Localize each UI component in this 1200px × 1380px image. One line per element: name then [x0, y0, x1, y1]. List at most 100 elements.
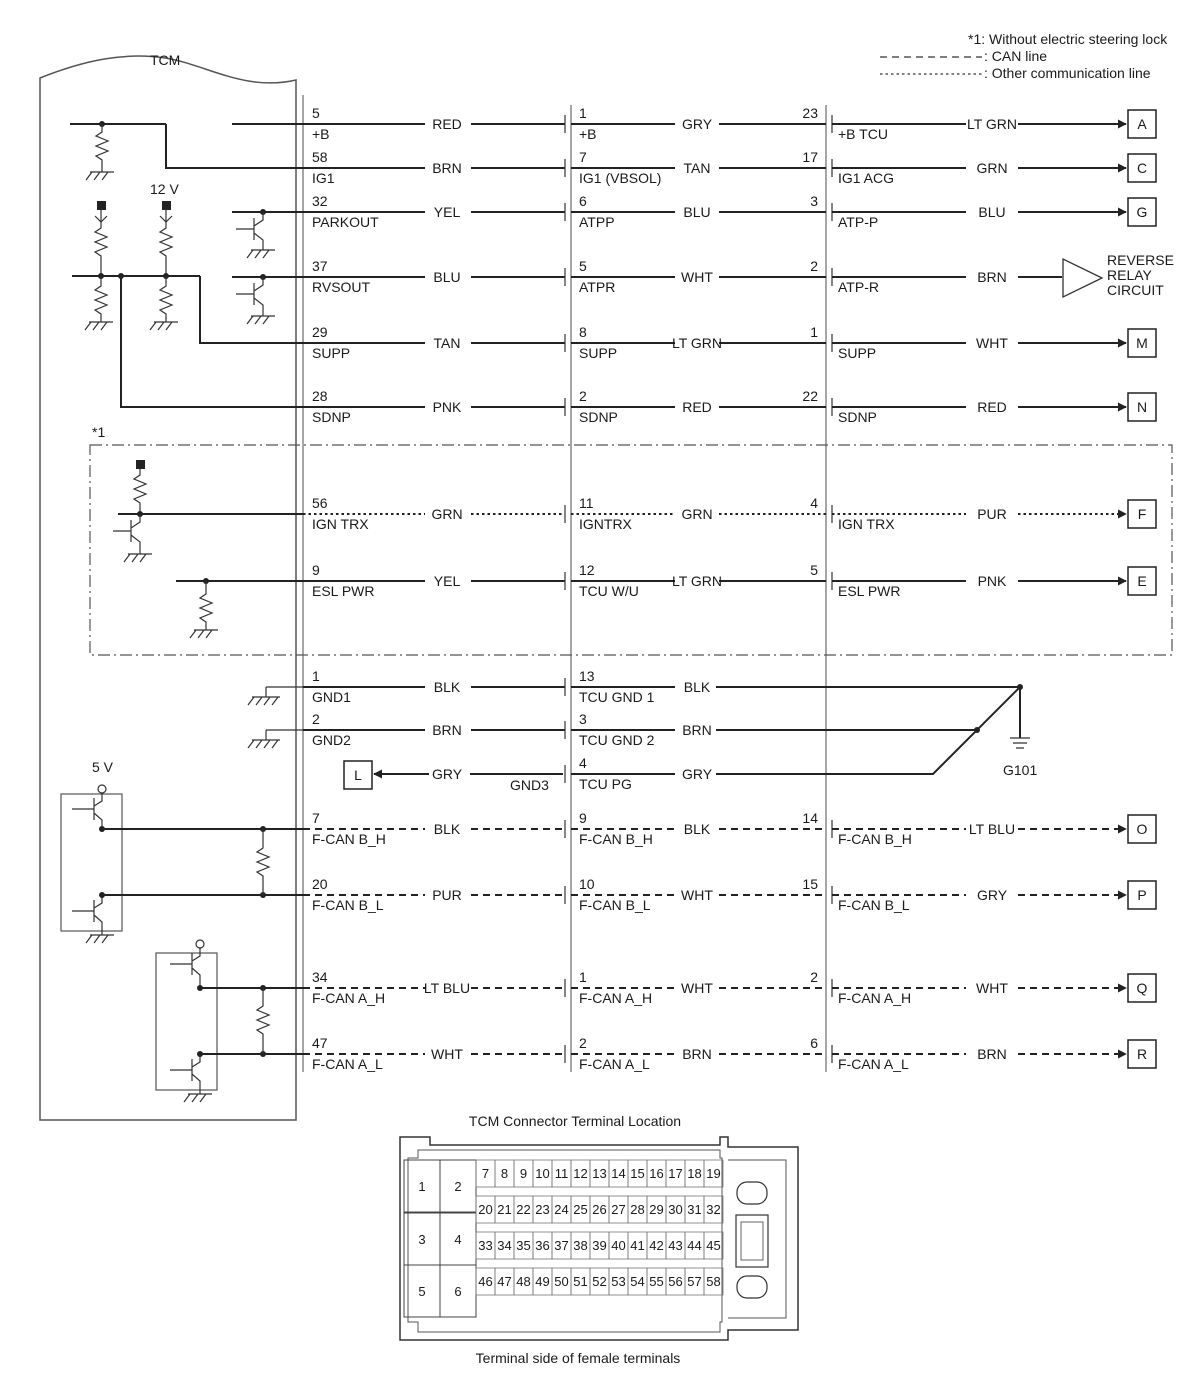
- destination-box-l: [343, 760, 373, 790]
- ground-icon: [85, 934, 114, 944]
- diode-symbol: [159, 210, 173, 223]
- ig1-internal-wire: [165, 124, 303, 169]
- tcm-outline: [39, 55, 297, 1121]
- intermediate-terminal-name: TCU GND 1: [579, 689, 655, 705]
- wire-color-label: BRN: [432, 722, 462, 738]
- wire-color-label: GRN: [681, 506, 712, 522]
- destination-box-o: [1127, 814, 1157, 844]
- junction-terminal-name: ATP-R: [838, 279, 879, 295]
- terminal-number: 39: [592, 1238, 606, 1253]
- terminal-number: 35: [516, 1238, 530, 1253]
- tcm-terminal-number: 2: [312, 711, 320, 727]
- junction-terminal-name: SDNP: [838, 409, 877, 425]
- supply-5v-label: 5 V: [92, 759, 114, 775]
- junction-terminal-number: 22: [802, 388, 818, 404]
- destination-label: M: [1136, 335, 1148, 351]
- tcm-terminal-name: F-CAN B_H: [312, 831, 386, 847]
- wire-color-label: BRN: [977, 1046, 1007, 1062]
- junction-terminal-number: 2: [810, 258, 818, 274]
- resistor-symbol: [93, 276, 109, 322]
- destination-label: Q: [1137, 980, 1148, 996]
- ground-icon: [246, 249, 275, 259]
- terminal-number: 33: [478, 1238, 492, 1253]
- wire-color-label: LT BLU: [969, 821, 1015, 837]
- wire-color-label: LT BLU: [424, 980, 470, 996]
- junction-terminal-number: 14: [802, 810, 818, 826]
- intermediate-terminal-name: TCU W/U: [579, 583, 639, 599]
- wire-color-label: BLK: [434, 679, 461, 695]
- destination-box-e: [1127, 566, 1157, 596]
- terminal-number: 27: [611, 1202, 625, 1217]
- terminal-number: 19: [706, 1166, 720, 1181]
- supply-terminal-icon: [97, 201, 106, 210]
- intermediate-terminal-number: 12: [579, 562, 595, 578]
- terminal-number: 4: [454, 1232, 461, 1247]
- wire-color-label: BRN: [682, 1046, 712, 1062]
- tcm-terminal-number: 1: [312, 668, 320, 684]
- tcm-terminal-number: 7: [312, 810, 320, 826]
- sdnp-internal-wire: [120, 276, 303, 408]
- resistor-symbol: [93, 222, 109, 276]
- tcm-terminal-name: ESL PWR: [312, 583, 375, 599]
- connector-terminal-location: TCM Connector Terminal Location Terminal…: [399, 1113, 799, 1366]
- latch-slot: [736, 1275, 768, 1299]
- wire-color-label: RED: [432, 116, 462, 132]
- tcm-terminal-name: PARKOUT: [312, 214, 379, 230]
- intermediate-terminal-number: 4: [579, 755, 587, 771]
- junction-dot: [974, 727, 980, 733]
- destination-label: P: [1137, 887, 1146, 903]
- junction-terminal-name: F-CAN B_H: [838, 831, 912, 847]
- small-terminal-cell: [703, 1195, 724, 1224]
- ground-icon: [1010, 737, 1030, 749]
- destination-label: O: [1137, 821, 1148, 837]
- wire-color-label: WHT: [681, 980, 713, 996]
- terminal-number: 1: [418, 1179, 425, 1194]
- ground-icon: [149, 321, 178, 331]
- tcm-terminal-name: SDNP: [312, 409, 351, 425]
- reverse-relay-line-1: REVERSE: [1107, 252, 1174, 268]
- junction-terminal-number: 5: [810, 562, 818, 578]
- terminal-number: 17: [668, 1166, 682, 1181]
- intermediate-terminal-number: 3: [579, 711, 587, 727]
- destination-box-a: [1127, 109, 1157, 139]
- intermediate-terminal-name: F-CAN A_H: [579, 990, 652, 1006]
- tcm-terminal-number: 29: [312, 324, 328, 340]
- terminal-number: 52: [592, 1274, 606, 1289]
- transistor-icon: [72, 895, 103, 935]
- wire-color-label: YEL: [434, 573, 461, 589]
- tcm-terminal-number: 20: [312, 876, 328, 892]
- wire-color-label: LT GRN: [672, 335, 722, 351]
- intermediate-terminal-name: IGNTRX: [579, 516, 633, 532]
- terminal-number: 13: [592, 1166, 606, 1181]
- terminal-number: 56: [668, 1274, 682, 1289]
- intermediate-terminal-number: 2: [579, 1035, 587, 1051]
- terminal-number: 18: [687, 1166, 701, 1181]
- wire-color-label: BLK: [684, 821, 711, 837]
- tcm-terminal-name: SUPP: [312, 345, 350, 361]
- terminal-number: 22: [516, 1202, 530, 1217]
- tcm-label: TCM: [150, 52, 180, 68]
- wire-color-label: BLK: [434, 821, 461, 837]
- destination-box-f: [1127, 499, 1157, 529]
- ground-icon: [84, 321, 113, 331]
- terminal-number: 23: [535, 1202, 549, 1217]
- supply-terminal-icon: [97, 784, 107, 794]
- gnd3-label: GND3: [510, 777, 549, 793]
- wire-color-label: BRN: [432, 160, 462, 176]
- terminal-number: 12: [573, 1166, 587, 1181]
- terminal-number: 53: [611, 1274, 625, 1289]
- junction-terminal-name: IGN TRX: [838, 516, 895, 532]
- destination-label: G: [1137, 204, 1148, 220]
- junction-terminal-number: 4: [810, 495, 818, 511]
- can-b-transceiver-box: [60, 793, 123, 932]
- resistor-symbol: [94, 124, 110, 172]
- wire-color-label: RED: [977, 399, 1007, 415]
- terminal-number: 46: [478, 1274, 492, 1289]
- junction-terminal-number: 6: [810, 1035, 818, 1051]
